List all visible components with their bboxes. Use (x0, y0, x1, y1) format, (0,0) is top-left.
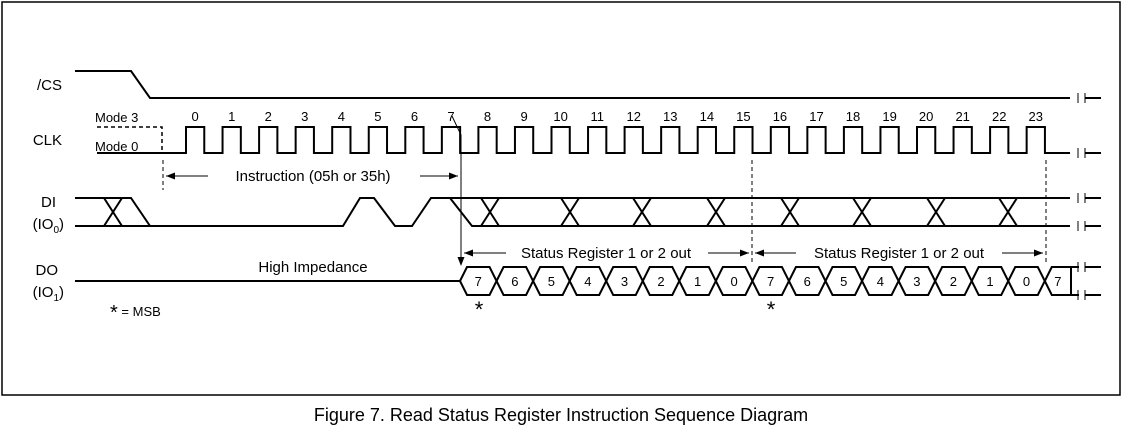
do-bit-value: 7 (475, 274, 482, 289)
clock-number: 8 (484, 109, 491, 124)
cs-label: /CS (37, 77, 62, 94)
di-dontcare-cross (998, 197, 1018, 227)
di-invalid-start (75, 197, 152, 227)
do-bit-value: 1 (986, 274, 993, 289)
clock-number: 20 (919, 109, 933, 124)
clock-number: 21 (955, 109, 969, 124)
clk-to-do-arrow (451, 115, 462, 258)
instruction-arrow-right-head (449, 172, 458, 180)
diagram-border (1, 1, 1121, 396)
clock-number: 9 (520, 109, 527, 124)
clock-number: 23 (1029, 109, 1043, 124)
do-bit-value: 7 (767, 274, 774, 289)
do-bit-value: 5 (548, 274, 555, 289)
msb-legend: * = MSB (110, 302, 161, 324)
di-dontcare-cross (852, 197, 872, 227)
clock-number: 12 (627, 109, 641, 124)
do-bit-value: 7 (1054, 274, 1061, 289)
clock-number: 13 (663, 109, 677, 124)
di-dontcare-cross (780, 197, 800, 227)
clock-number: 2 (265, 109, 272, 124)
do-bit-value: 1 (694, 274, 701, 289)
instruction-label: Instruction (05h or 35h) (235, 168, 390, 185)
di-waveform (75, 197, 1070, 227)
clock-number: 10 (553, 109, 567, 124)
di-dontcare-cross (560, 197, 580, 227)
clock-number: 17 (809, 109, 823, 124)
clock-number: 6 (411, 109, 418, 124)
di-cross-b (103, 197, 123, 227)
di-label: DI (41, 194, 56, 211)
do-bit-value: 4 (584, 274, 591, 289)
cs-waveform (75, 70, 1070, 99)
di-dontcare-cross (926, 197, 946, 227)
do-bit-value: 6 (804, 274, 811, 289)
clock-number: 18 (846, 109, 860, 124)
cs-line (75, 70, 1070, 99)
di-dontcare-cross (706, 197, 726, 227)
di-instruction-bits (150, 197, 1070, 227)
clk-line (97, 126, 1070, 154)
clock-number: 14 (700, 109, 714, 124)
mode3-label: Mode 3 (95, 110, 138, 125)
status-out-label-2: Status Register 1 or 2 out (814, 245, 985, 262)
clock-number: 4 (338, 109, 345, 124)
status-arrow-2-left-head (755, 249, 764, 257)
clock-number: 11 (590, 109, 604, 124)
msb-marker-2: * (767, 297, 776, 322)
clk-label: CLK (33, 132, 62, 149)
do-label: DO (36, 262, 59, 279)
di-dontcare-cross (480, 197, 500, 227)
clk-waveform (97, 126, 1070, 154)
clock-number: 15 (736, 109, 750, 124)
clock-number: 22 (992, 109, 1006, 124)
do-bit-value: 3 (621, 274, 628, 289)
msb-marker-1: * (475, 297, 484, 322)
do-bit-value: 0 (731, 274, 738, 289)
clock-number: 5 (374, 109, 381, 124)
do-bit-cell (1043, 266, 1072, 296)
clock-number: 19 (882, 109, 896, 124)
do-bit-value: 5 (840, 274, 847, 289)
do-io-label: (IO1) (33, 284, 64, 304)
clock-number: 7 (447, 109, 454, 124)
break-marks (1077, 93, 1101, 300)
do-bit-value: 2 (950, 274, 957, 289)
status-out-label-1: Status Register 1 or 2 out (521, 245, 692, 262)
di-io-label: (IO0) (33, 216, 64, 236)
do-bit-value: 6 (511, 274, 518, 289)
di-dontcare-cross (632, 197, 652, 227)
status-arrow-1-left-head (464, 249, 473, 257)
status-arrow-1-right-head (740, 249, 749, 257)
high-impedance-label: High Impedance (258, 259, 367, 276)
clk-to-do-arrow-head (457, 257, 465, 266)
do-waveform: 7 6 5 4 3 2 1 0 7 6 5 4 3 2 1 0 7 (75, 266, 1079, 296)
do-bit-value: 3 (913, 274, 920, 289)
figure-caption: Figure 7. Read Status Register Instructi… (314, 405, 808, 425)
clock-number: 1 (228, 109, 235, 124)
instruction-arrow-left-head (166, 172, 175, 180)
status-arrow-2-right-head (1034, 249, 1043, 257)
timing-guides (162, 115, 1047, 266)
do-bit-value: 2 (657, 274, 664, 289)
clock-number: 16 (773, 109, 787, 124)
do-bit-value: 0 (1023, 274, 1030, 289)
clock-number: 3 (301, 109, 308, 124)
mode0-label: Mode 0 (95, 139, 138, 154)
mode3-dashed-line (97, 126, 163, 153)
do-bit-value: 4 (877, 274, 884, 289)
clock-number: 0 (192, 109, 199, 124)
